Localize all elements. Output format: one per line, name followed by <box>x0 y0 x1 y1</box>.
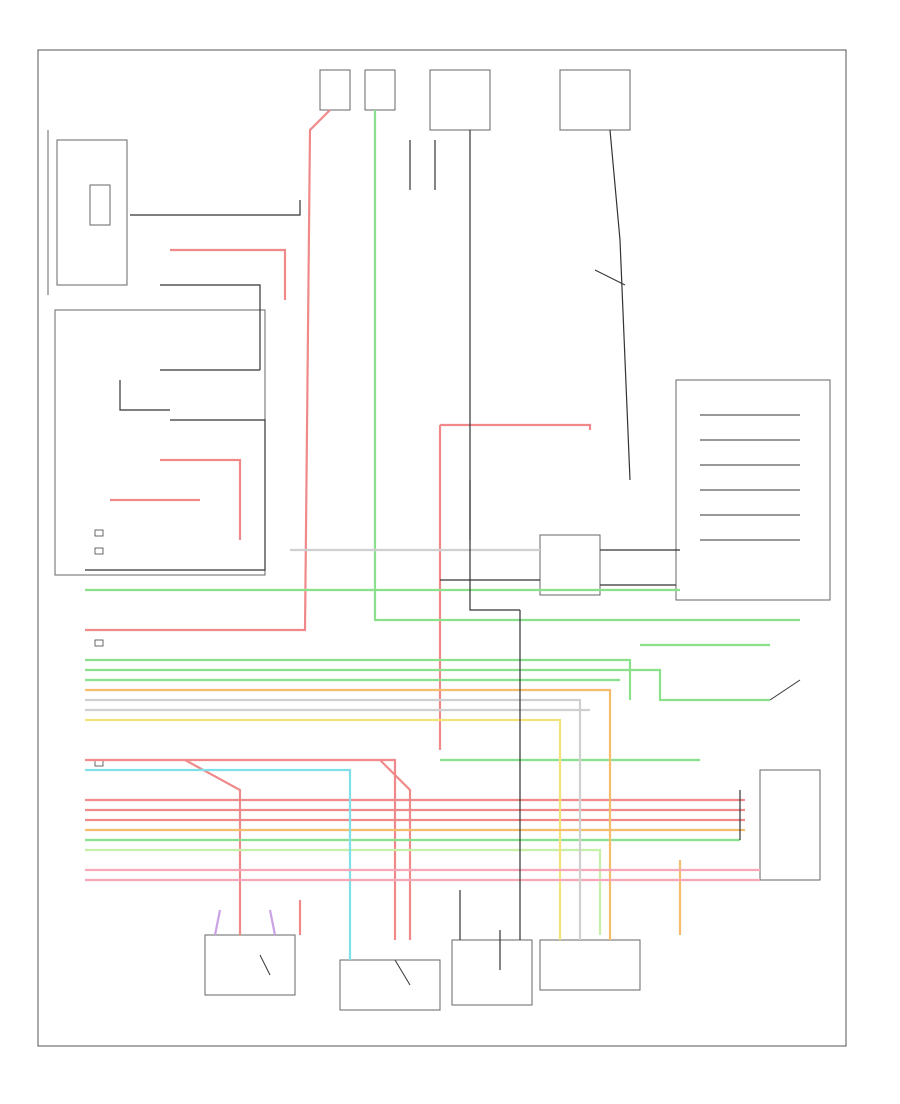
switch-icon <box>259 269 801 986</box>
ecm-box <box>56 139 128 286</box>
component-box-4 <box>539 939 641 991</box>
wires <box>85 109 800 960</box>
tcm-box <box>54 309 266 576</box>
connector-icon <box>94 529 104 767</box>
mode-switch-contacts <box>700 414 800 541</box>
diagram-frame <box>37 49 847 1047</box>
ground-icon <box>89 184 111 226</box>
component-box-right <box>759 769 821 881</box>
component-box-2 <box>339 959 441 1011</box>
dark-wires <box>85 129 741 970</box>
component-box-3 <box>451 939 533 1006</box>
fuse-icon <box>319 69 631 131</box>
mode-switch-box <box>675 379 831 601</box>
solenoid-icon <box>539 534 601 596</box>
component-box-1 <box>204 934 296 996</box>
